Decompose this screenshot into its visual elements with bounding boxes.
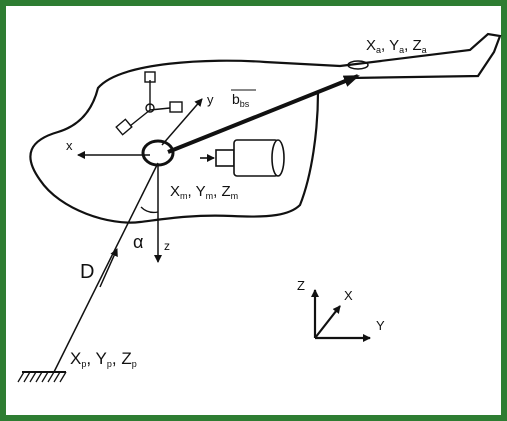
alpha-label: α: [133, 232, 143, 252]
local-x-label: x: [66, 138, 73, 153]
alpha-arc: [140, 206, 159, 214]
ground-point-label: Xp, Yp, Zp: [70, 349, 137, 369]
mount-point-label: Xm, Ym, Zm: [170, 183, 238, 201]
ground-hatch: [17, 371, 67, 383]
distance-label: D: [80, 261, 94, 283]
distance-line-d: [53, 162, 159, 373]
global-z-label: Z: [297, 278, 305, 293]
vector-b-bs: [167, 74, 360, 154]
tail-point-label: Xa, Ya, Za: [366, 37, 427, 55]
tail-rotor-hub: [347, 60, 369, 70]
global-y-label: Y: [376, 318, 385, 333]
helicopter-outline: [29, 32, 502, 224]
global-x-axis: [314, 305, 341, 339]
vector-label: bbs: [232, 91, 250, 109]
camera-icon: [200, 139, 285, 177]
sensor-cluster-icon: [115, 71, 183, 136]
local-y-axis: [161, 98, 203, 146]
local-y-label: y: [207, 92, 214, 107]
distance-arrow: [99, 248, 118, 288]
global-x-label: X: [344, 288, 353, 303]
local-z-label: z: [164, 239, 170, 253]
